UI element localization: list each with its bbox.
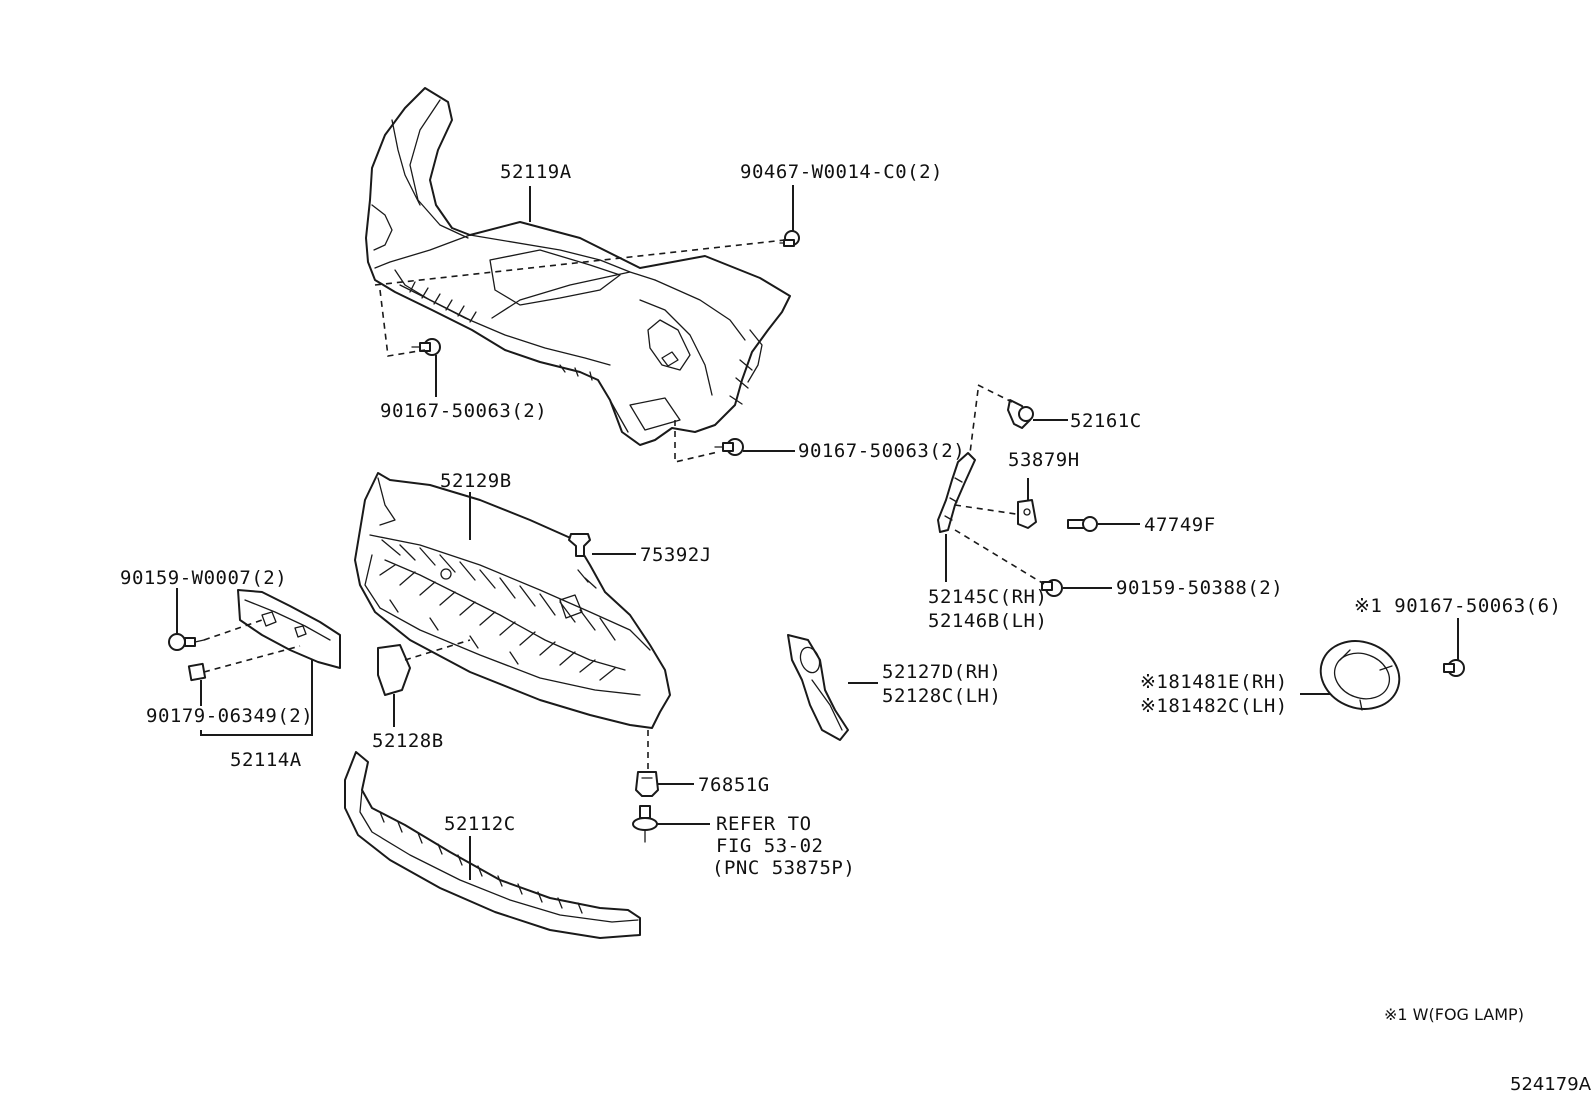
label-81482c: ※181482C(LH) bbox=[1140, 695, 1288, 717]
grille-52129b bbox=[354, 472, 671, 729]
clip-76851g-icon bbox=[635, 771, 659, 797]
refer-line-1: REFER TO bbox=[716, 813, 812, 835]
label-52146b: 52146B(LH) bbox=[928, 610, 1047, 632]
refer-line-3: (PNC 53875P) bbox=[712, 857, 855, 879]
fog-bracket-81481e bbox=[1319, 640, 1401, 711]
label-52127d: 52127D(RH) bbox=[882, 661, 1001, 683]
bolt-fog-90167-icon bbox=[1443, 659, 1465, 677]
label-52129b: 52129B bbox=[440, 470, 512, 492]
label-52161c: 52161C bbox=[1070, 410, 1142, 432]
bumper-cover-52119a bbox=[365, 87, 791, 446]
label-52145c: 52145C(RH) bbox=[928, 586, 1047, 608]
label-52114a: 52114A bbox=[230, 749, 302, 771]
footnote: ※1 W(FOG LAMP) bbox=[1384, 1005, 1524, 1024]
label-81481e: ※181481E(RH) bbox=[1140, 671, 1288, 693]
retainer-52145c bbox=[937, 452, 976, 533]
label-52128b: 52128B bbox=[372, 730, 444, 752]
screw-90159-50388-icon bbox=[1041, 579, 1063, 597]
label-90467: 90467-W0014-C0(2) bbox=[740, 161, 943, 183]
bracket-52114a bbox=[237, 589, 341, 669]
refer-line-2: FIG 53-02 bbox=[716, 835, 823, 857]
label-90179: 90179-06349(2) bbox=[146, 705, 313, 727]
label-52128c: 52128C(LH) bbox=[882, 685, 1001, 707]
clip-75392j-icon bbox=[568, 533, 591, 557]
label-53879h: 53879H bbox=[1008, 449, 1080, 471]
nut-90179-icon bbox=[187, 662, 207, 682]
fog-cover-52127d bbox=[787, 634, 849, 741]
bracket-53879h-icon bbox=[1017, 499, 1037, 529]
spoiler-52112c bbox=[344, 751, 641, 939]
label-90167-right: 90167-50063(2) bbox=[798, 440, 965, 462]
bolt-47749f-icon bbox=[1067, 516, 1098, 532]
label-75392j: 75392J bbox=[640, 544, 712, 566]
bolt-90159-w0007-icon bbox=[168, 633, 205, 651]
label-90167-fog: ※1 90167-50063(6) bbox=[1354, 595, 1561, 617]
label-90159-50388: 90159-50388(2) bbox=[1116, 577, 1283, 599]
screw-90167-right-icon bbox=[714, 438, 744, 456]
label-52119a: 52119A bbox=[500, 161, 572, 183]
clip-90467-icon bbox=[779, 230, 800, 247]
label-76851g: 76851G bbox=[698, 774, 770, 796]
label-90167-left: 90167-50063(2) bbox=[380, 400, 547, 422]
label-47749f: 47749F bbox=[1144, 514, 1216, 536]
cover-52128b bbox=[377, 644, 411, 696]
label-90159-w0007: 90159-W0007(2) bbox=[120, 567, 287, 589]
label-52112c: 52112C bbox=[444, 813, 516, 835]
figure-id: 524179A bbox=[1510, 1074, 1592, 1095]
screw-53875p-icon bbox=[632, 805, 658, 843]
screw-90167-left-icon bbox=[411, 338, 441, 356]
clip-52161c-icon bbox=[1007, 399, 1034, 429]
